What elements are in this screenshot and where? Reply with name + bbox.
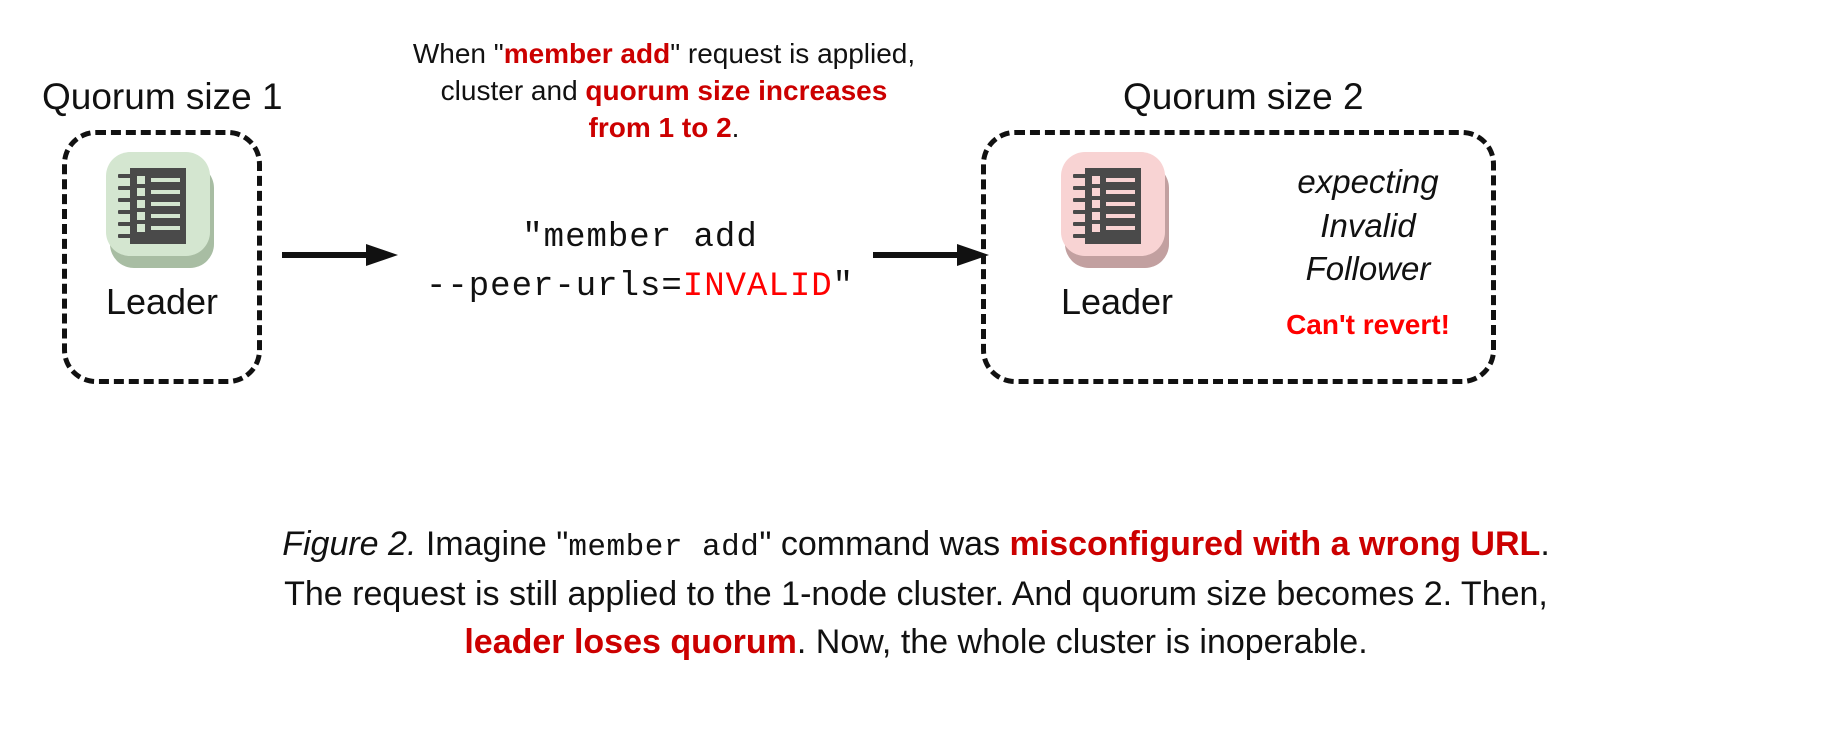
top-note-3a: from 1 to 2 xyxy=(588,111,732,143)
command-text: "member add --peer-urls=INVALID" xyxy=(400,214,880,313)
cluster-boundary-left xyxy=(62,130,262,384)
caption-1f: . xyxy=(1540,525,1550,563)
caption-highlight-loses-quorum: leader loses quorum xyxy=(464,623,797,662)
caption-highlight-misconfigured: misconfigured with a wrong URL xyxy=(1009,525,1541,563)
quorum-size-label-left: Quorum size 1 xyxy=(42,76,283,117)
caption-command-ref: member add xyxy=(568,530,760,565)
server-rack-icon xyxy=(106,152,210,256)
arrow-apply-request xyxy=(282,242,400,268)
command-line-2: --peer-urls=INVALID" xyxy=(400,263,880,312)
status-line-follower: Follower xyxy=(1305,250,1431,288)
quorum-size-label-right: Quorum size 2 xyxy=(1123,76,1364,117)
caption-line-1: Figure 2. Imagine "member add" command w… xyxy=(52,520,1780,570)
top-note-2a: cluster and xyxy=(440,74,586,106)
command-invalid-value: INVALID xyxy=(682,268,833,307)
top-annotation-line-3: from 1 to 2. xyxy=(350,110,978,147)
figure-caption: Figure 2. Imagine "member add" command w… xyxy=(52,520,1780,667)
node-left: Leader xyxy=(92,152,232,320)
caption-line-2: The request is still applied to the 1-no… xyxy=(284,575,1548,614)
caption-line-3: leader loses quorum. Now, the whole clus… xyxy=(52,618,1780,666)
caption-3b: . Now, the whole cluster is inoperable. xyxy=(796,623,1368,662)
top-annotation-line-1: When "member add" request is applied, xyxy=(350,36,978,73)
cluster-status-text: expecting Invalid Follower Can't revert! xyxy=(1256,160,1480,341)
node-role-label-left: Leader xyxy=(105,281,219,322)
node-icon-wrap-right xyxy=(1061,152,1173,270)
command-flag: --peer-urls= xyxy=(425,268,683,307)
top-note-2b: quorum size increases xyxy=(585,74,888,106)
server-rack-icon xyxy=(1061,152,1165,256)
caption-1b: Imagine " xyxy=(416,525,569,563)
top-note-1c: " request is applied, xyxy=(670,38,916,69)
command-closing-quote: " xyxy=(832,268,855,307)
status-line-expecting: expecting xyxy=(1297,163,1439,200)
cluster-boundary-right xyxy=(981,130,1496,384)
caption-figure-number: Figure 2. xyxy=(282,525,417,563)
node-right: Leader xyxy=(1047,152,1187,320)
top-note-3b: . xyxy=(731,111,740,143)
top-annotation: When "member add" request is applied, cl… xyxy=(350,36,978,147)
status-warning-badge: Can't revert! xyxy=(1286,308,1450,340)
top-annotation-line-2: cluster and quorum size increases xyxy=(350,73,978,110)
top-note-1a: When " xyxy=(412,38,504,69)
command-line-1: "member add xyxy=(522,219,758,257)
status-line-invalid: Invalid xyxy=(1320,206,1416,244)
node-role-label-right: Leader xyxy=(1060,281,1174,322)
caption-1d: " command was xyxy=(759,525,1010,563)
node-icon-wrap-left xyxy=(106,152,218,270)
arrow-result xyxy=(873,242,991,268)
top-note-1b: member add xyxy=(503,38,671,69)
